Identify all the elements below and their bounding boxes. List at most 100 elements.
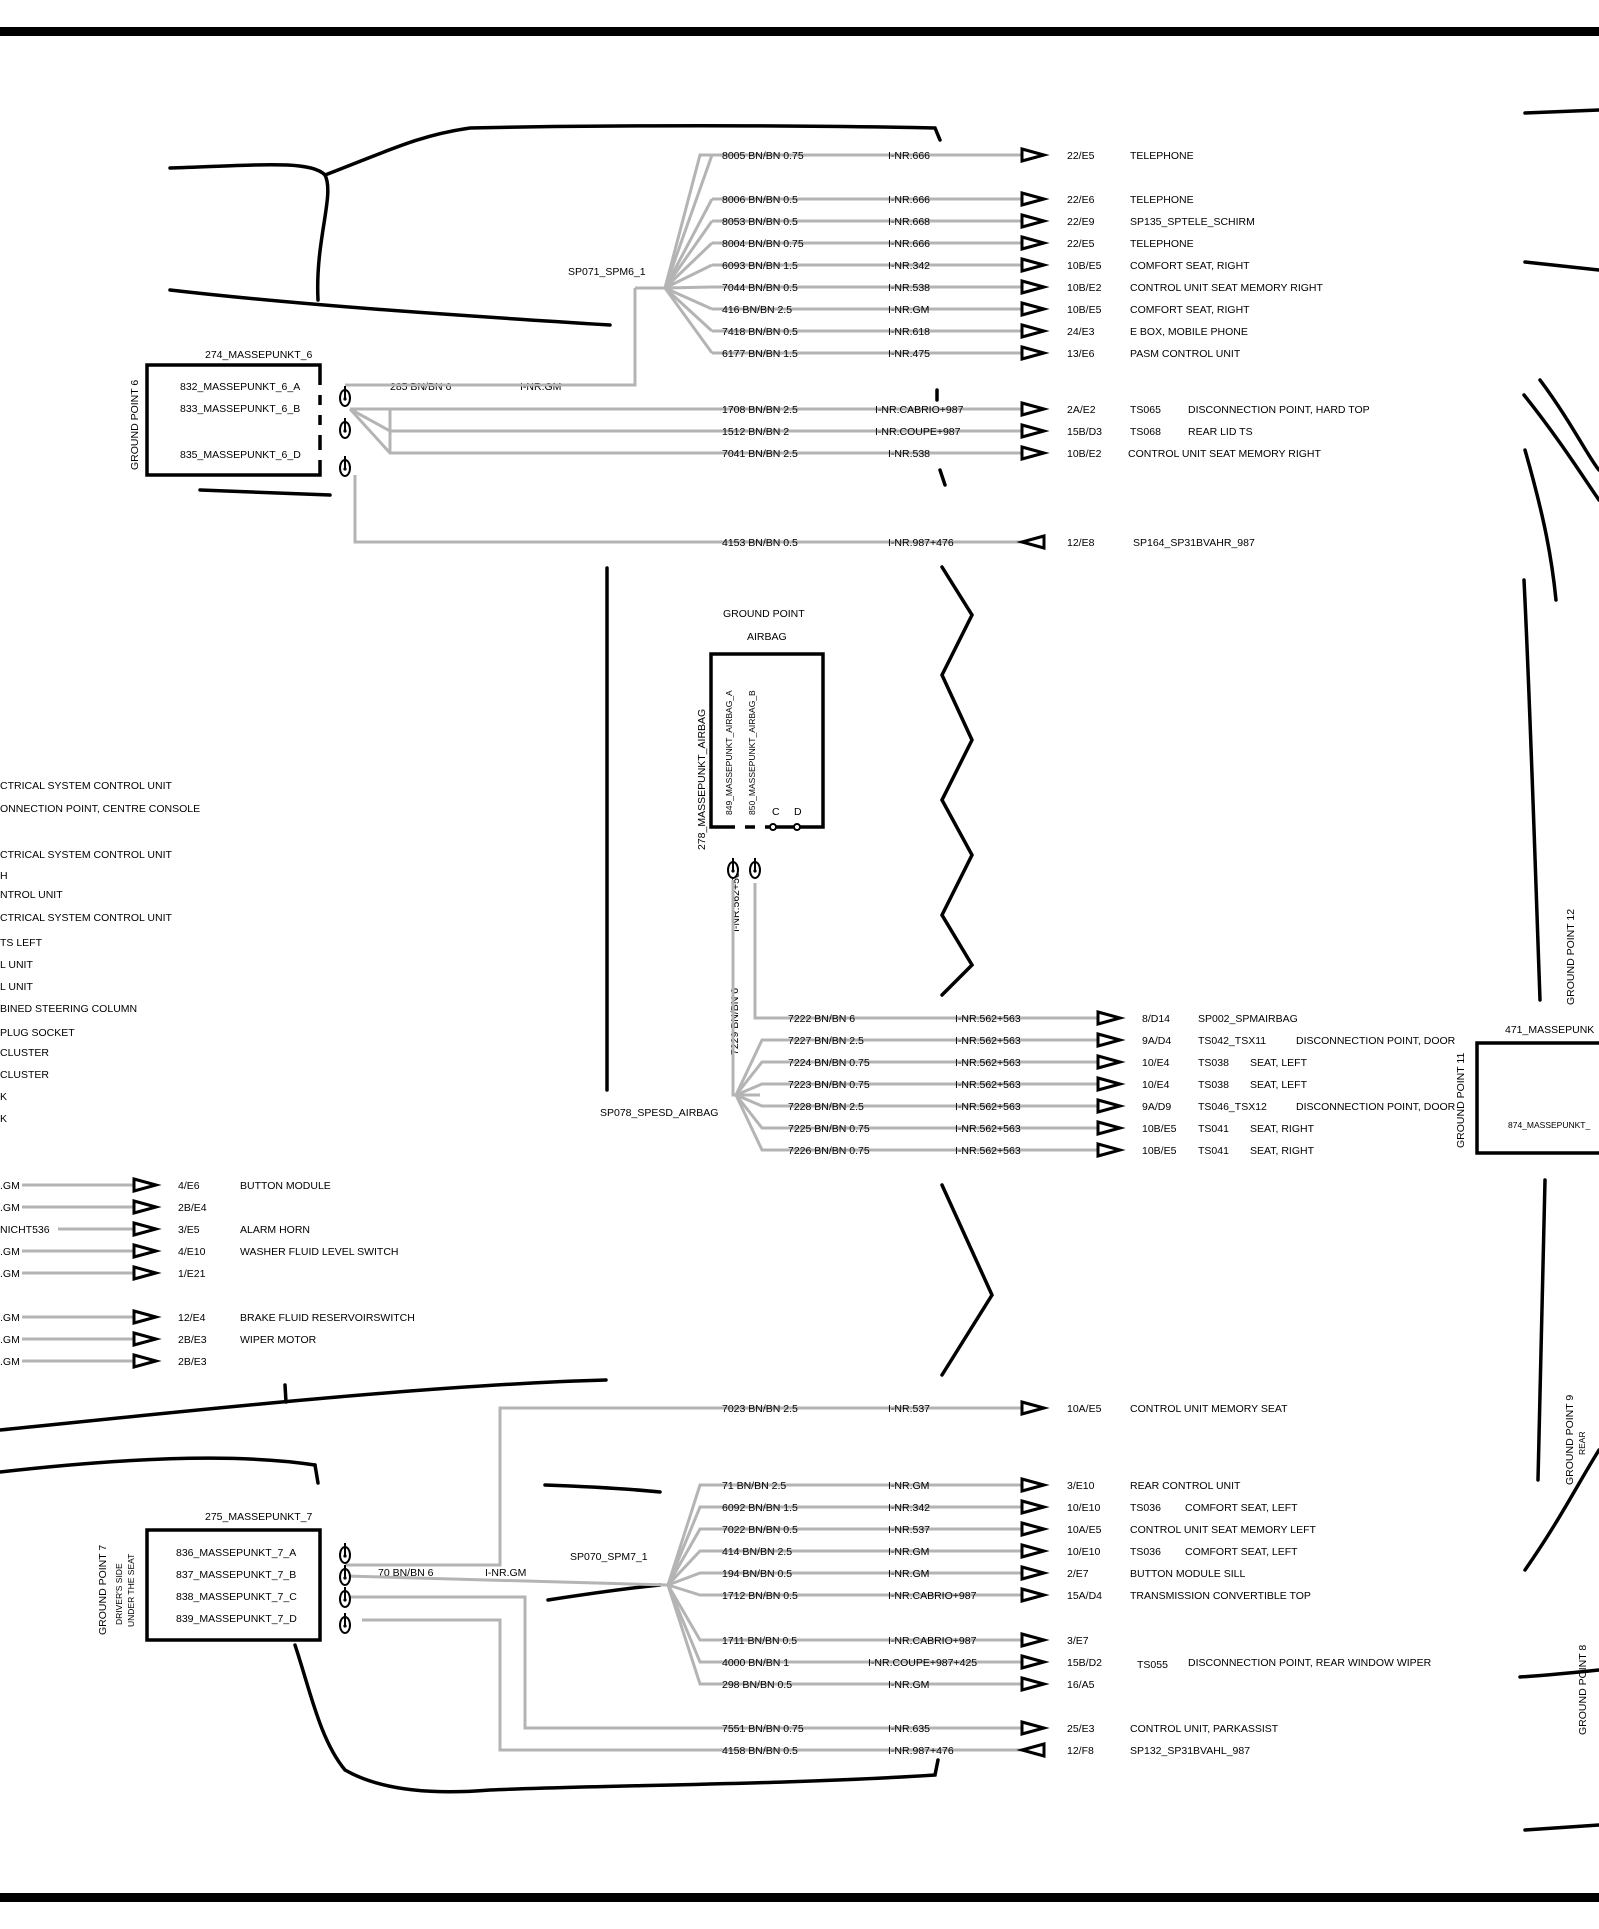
wire-id: 414 BN/BN 2.5: [722, 1546, 792, 1558]
inr-code: I-NR.987+476: [888, 1745, 954, 1757]
destination: DISCONNECTION POINT, HARD TOP: [1188, 404, 1370, 416]
destination: SEAT, LEFT: [1250, 1057, 1308, 1069]
sheet-ref: 15A/D4: [1067, 1590, 1102, 1602]
ts-code: TS038: [1198, 1079, 1229, 1091]
inr-code: I-NR.987+476: [888, 537, 954, 549]
wire-id: 416 BN/BN 2.5: [722, 304, 792, 316]
connector-arrow: [1020, 257, 1050, 273]
splice-branch: [666, 1527, 1022, 1586]
ground-point-6: 274_MASSEPUNKT_6 GROUND POINT 6 832_MASS…: [129, 349, 322, 477]
gp12-label: GROUND POINT 12: [1565, 909, 1577, 1005]
wire-id: 7418 BN/BN 0.5: [722, 326, 798, 338]
connector-arrow: [1020, 279, 1050, 295]
sheet-ref: 22/E6: [1067, 194, 1095, 206]
gp7-pin-c: 838_MASSEPUNKT_7_C: [176, 1591, 297, 1603]
connector-arrow: [1096, 1098, 1126, 1114]
splice-branch: [663, 286, 714, 333]
ground-point-7: 275_MASSEPUNKT_7 GROUND POINT 7 DRIVER'S…: [97, 1511, 322, 1642]
destination-partial: K: [0, 1113, 7, 1125]
wire-id: 8006 BN/BN 0.5: [722, 194, 798, 206]
destination-partial: L UNIT: [0, 959, 33, 971]
sheet-ref: 4/E6: [178, 1180, 200, 1192]
wire-id: 194 BN/BN 0.5: [722, 1568, 792, 1580]
destination: SP135_SPTELE_SCHIRM: [1130, 216, 1255, 228]
airbag-pin-b: 850_MASSEPUNKT_AIRBAG_B: [747, 690, 757, 815]
gp9-sub: REAR: [1577, 1431, 1587, 1455]
inr-code: I-NR.562+563: [955, 1101, 1021, 1113]
sheet-ref: 22/E5: [1067, 150, 1095, 162]
destination-partial: NTROL UNIT: [0, 889, 63, 901]
wire-id: 7225 BN/BN 0.75: [788, 1123, 870, 1135]
gp6-lug-d-hole: [343, 467, 347, 471]
wire-segment: [734, 1094, 1098, 1152]
destination: REAR LID TS: [1188, 426, 1253, 438]
wire-id: 7223 BN/BN 0.75: [788, 1079, 870, 1091]
destination: TELEPHONE: [1130, 238, 1194, 250]
gp6-pin-b: 833_MASSEPUNKT_6_B: [180, 403, 300, 415]
destination-partial: ONNECTION POINT, CENTRE CONSOLE: [0, 803, 200, 815]
sheet-ref: 10A/E5: [1067, 1524, 1102, 1536]
gp7-lug-d-hole: [343, 1624, 347, 1628]
airbag-side-label: 278_MASSEPUNKT_AIRBAG: [696, 709, 708, 850]
wire-id: 4158 BN/BN 0.5: [722, 1745, 798, 1757]
connector-arrow: [1096, 1010, 1126, 1026]
sheet-ref: 3/E5: [178, 1224, 200, 1236]
sheet-ref: 12/E8: [1067, 537, 1095, 549]
airbag-heading-1: GROUND POINT: [723, 608, 805, 620]
gp7-pin-d: 839_MASSEPUNKT_7_D: [176, 1613, 297, 1625]
destination: CONTROL UNIT SEAT MEMORY RIGHT: [1128, 448, 1321, 460]
destination: SEAT, LEFT: [1250, 1079, 1308, 1091]
wire-partial: .GM: [0, 1312, 20, 1324]
gp11-box: [1475, 1041, 1599, 1155]
destination: PASM CONTROL UNIT: [1130, 348, 1241, 360]
connector-arrow: [1020, 147, 1050, 163]
destination: COMFORT SEAT, LEFT: [1185, 1502, 1298, 1514]
destination-partial: CLUSTER: [0, 1047, 49, 1059]
inr-code: I-NR.635: [888, 1723, 930, 1735]
sheet-ref: 10/E4: [1142, 1079, 1170, 1091]
splice-branch: [667, 1571, 1022, 1587]
sheet-ref: 22/E5: [1067, 238, 1095, 250]
destination: COMFORT SEAT, RIGHT: [1130, 260, 1250, 272]
wire-segment: [734, 1060, 1098, 1096]
sheet-ref: 24/E3: [1067, 326, 1095, 338]
connector-arrow: [1020, 445, 1050, 461]
lugs-layer: [339, 386, 801, 1634]
connector-arrow: [1020, 401, 1050, 417]
connector-arrow: [132, 1331, 162, 1347]
destination: TELEPHONE: [1130, 194, 1194, 206]
connector-arrow: [1096, 1076, 1126, 1092]
splice-branch: [664, 285, 713, 290]
splice-branch: [663, 198, 714, 289]
airbag-pin-a: 849_MASSEPUNKT_AIRBAG_A: [724, 690, 734, 815]
wire-id: 6177 BN/BN 1.5: [722, 348, 798, 360]
inr-code: I-NR.666: [888, 238, 930, 250]
wire-id: 4153 BN/BN 0.5: [722, 537, 798, 549]
destination: COMFORT SEAT, LEFT: [1185, 1546, 1298, 1558]
destination: SEAT, RIGHT: [1250, 1145, 1315, 1157]
gp7-label: GROUND POINT 7: [97, 1545, 109, 1635]
splice-branch: [663, 153, 718, 289]
ts-code: TS042_TSX11: [1198, 1035, 1266, 1047]
airbag-pin-d: D: [794, 806, 802, 818]
ts-code: SP002_SPMAIRBAG: [1198, 1013, 1298, 1025]
wire-segment: [753, 883, 1098, 1020]
connector-arrow: [132, 1309, 162, 1325]
connector-arrow: [1096, 1120, 1126, 1136]
ground-point-11: 471_MASSEPUNK GROUND POINT 11 874_MASSEP…: [1455, 1024, 1599, 1155]
splice-branch: [663, 220, 714, 289]
wire-partial: .GM: [0, 1334, 20, 1346]
wire-id: 1712 BN/BN 0.5: [722, 1590, 798, 1602]
sheet-ref: 1/E21: [178, 1268, 206, 1280]
inr-code: I-NR.666: [888, 194, 930, 206]
inr-code: I-NR.475: [888, 348, 930, 360]
gp7-lug-a-hole: [343, 1554, 347, 1558]
sheet-ref: 10B/E2: [1067, 448, 1102, 460]
inr-code: I-NR.537: [888, 1403, 930, 1415]
destination-partial: L UNIT: [0, 981, 33, 993]
gp7-lug-b: [339, 1565, 352, 1586]
wire-segment: [734, 1038, 1098, 1096]
inr-code: I-NR.668: [888, 216, 930, 228]
